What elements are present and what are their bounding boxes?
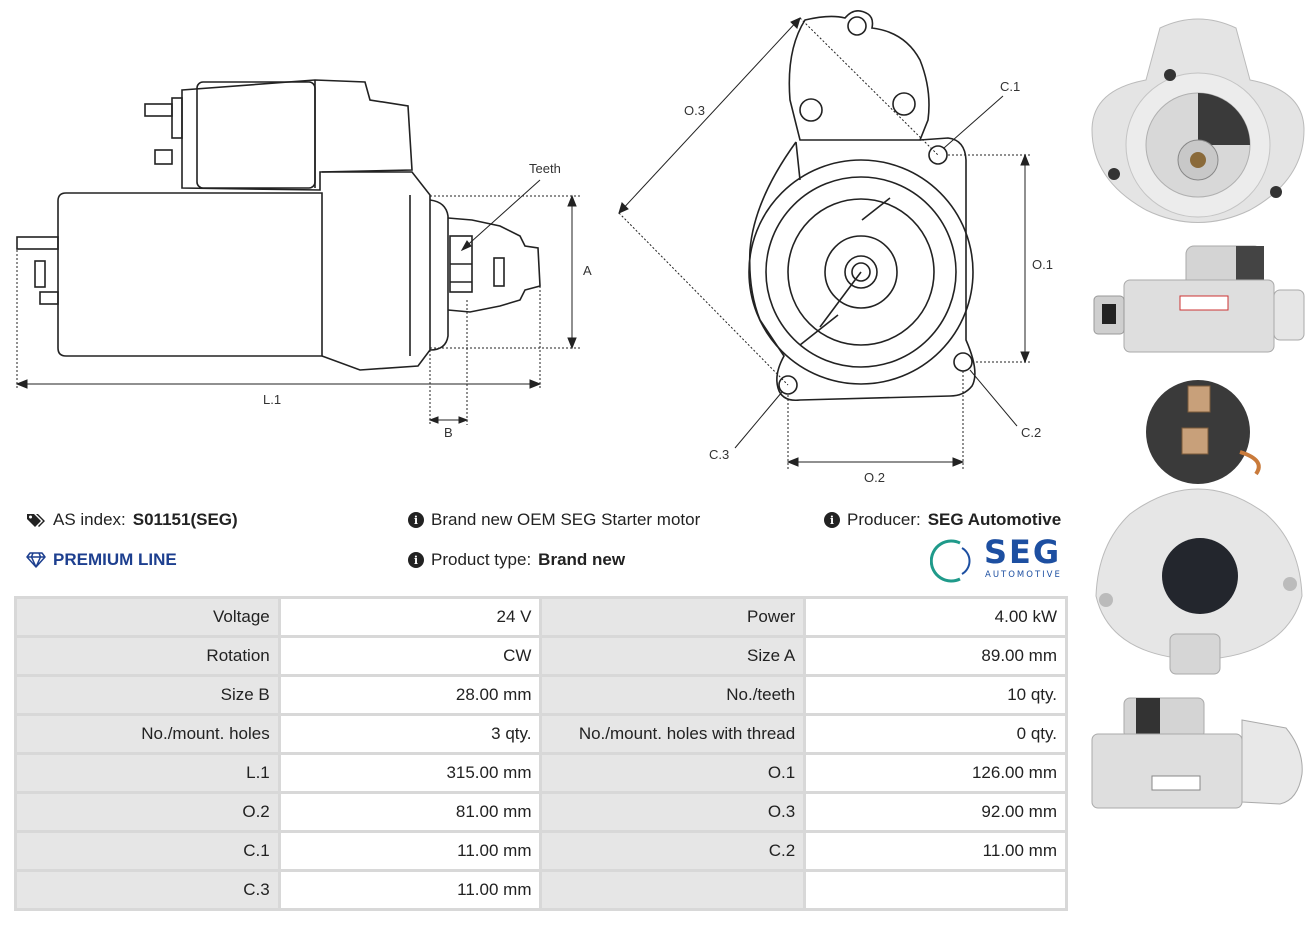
spec-label: L.1 [17,755,278,791]
spec-label: Size B [17,677,278,713]
product-photo-front [1090,10,1306,230]
spec-label: O.2 [17,794,278,830]
producer-value: SEG Automotive [927,510,1062,529]
spec-value: 0 qty. [806,716,1065,752]
seg-automotive-logo: SEG AUTOMOTIVE [930,533,1070,585]
premium-line-label: PREMIUM LINE [53,550,177,569]
spec-value: 89.00 mm [806,638,1065,674]
c2-label: C.2 [1021,425,1041,440]
as-index: AS index: S01151(SEG) [26,510,238,530]
spec-label [542,872,804,908]
spec-value: 11.00 mm [280,872,540,908]
seg-logo-sub: AUTOMOTIVE [985,570,1062,580]
spec-label: O.1 [542,755,804,791]
spec-value: 126.00 mm [806,755,1065,791]
length-l1-label: L.1 [263,392,281,407]
spec-value: 3 qty. [280,716,540,752]
o2-label: O.2 [864,470,885,485]
as-index-label: AS index: [53,510,126,529]
diamond-icon [26,552,46,568]
spec-label: C.3 [17,872,278,908]
side-view-drawing: Teeth A B L.1 [15,79,592,440]
product-type-label: Product type: [431,550,532,569]
description: i Brand new OEM SEG Starter motor [408,510,700,530]
spec-value: 92.00 mm [806,794,1065,830]
spec-value: 315.00 mm [280,755,540,791]
spec-label: O.3 [542,794,804,830]
product-photo-side-top [1090,236,1306,366]
c1-label: C.1 [1000,79,1020,94]
spec-label: Power [542,599,804,635]
size-b-label: B [444,425,453,440]
size-a-label: A [583,263,592,278]
spec-value: 24 V [280,599,540,635]
description-text: Brand new OEM SEG Starter motor [431,510,701,529]
premium-line: PREMIUM LINE [26,550,177,570]
spec-label: Rotation [17,638,278,674]
info-icon: i [824,512,840,528]
product-type: i Product type: Brand new [408,550,625,570]
spec-label: No./mount. holes with thread [542,716,804,752]
info-icon: i [408,552,424,568]
spec-value: 11.00 mm [280,833,540,869]
spec-label: C.1 [17,833,278,869]
spec-value: 11.00 mm [806,833,1065,869]
seg-ring-icon [930,539,971,583]
o3-label: O.3 [684,103,705,118]
c3-label: C.3 [709,447,729,462]
producer: i Producer: SEG Automotive [824,510,1061,530]
front-view-drawing: O.3 C.1 O.1 C.2 C.3 O.2 [618,10,1053,485]
spec-label: Size A [542,638,804,674]
spec-value: 10 qty. [806,677,1065,713]
spec-label: No./mount. holes [17,716,278,752]
spec-value: 28.00 mm [280,677,540,713]
spec-value: 81.00 mm [280,794,540,830]
spec-value: CW [280,638,540,674]
tags-icon [27,514,45,527]
spec-label: Voltage [17,599,278,635]
product-photo-rear [1090,374,1306,684]
o1-label: O.1 [1032,257,1053,272]
spec-label: No./teeth [542,677,804,713]
spec-label: C.2 [542,833,804,869]
seg-logo-brand: SEG [984,533,1062,571]
spec-value: 4.00 kW [806,599,1065,635]
product-photo-side-bottom [1090,690,1306,820]
spec-value [806,872,1065,908]
product-type-value: Brand new [538,550,626,569]
as-index-value: S01151(SEG) [132,510,238,529]
info-icon: i [408,512,424,528]
teeth-label: Teeth [529,161,561,176]
producer-label: Producer: [847,510,921,529]
